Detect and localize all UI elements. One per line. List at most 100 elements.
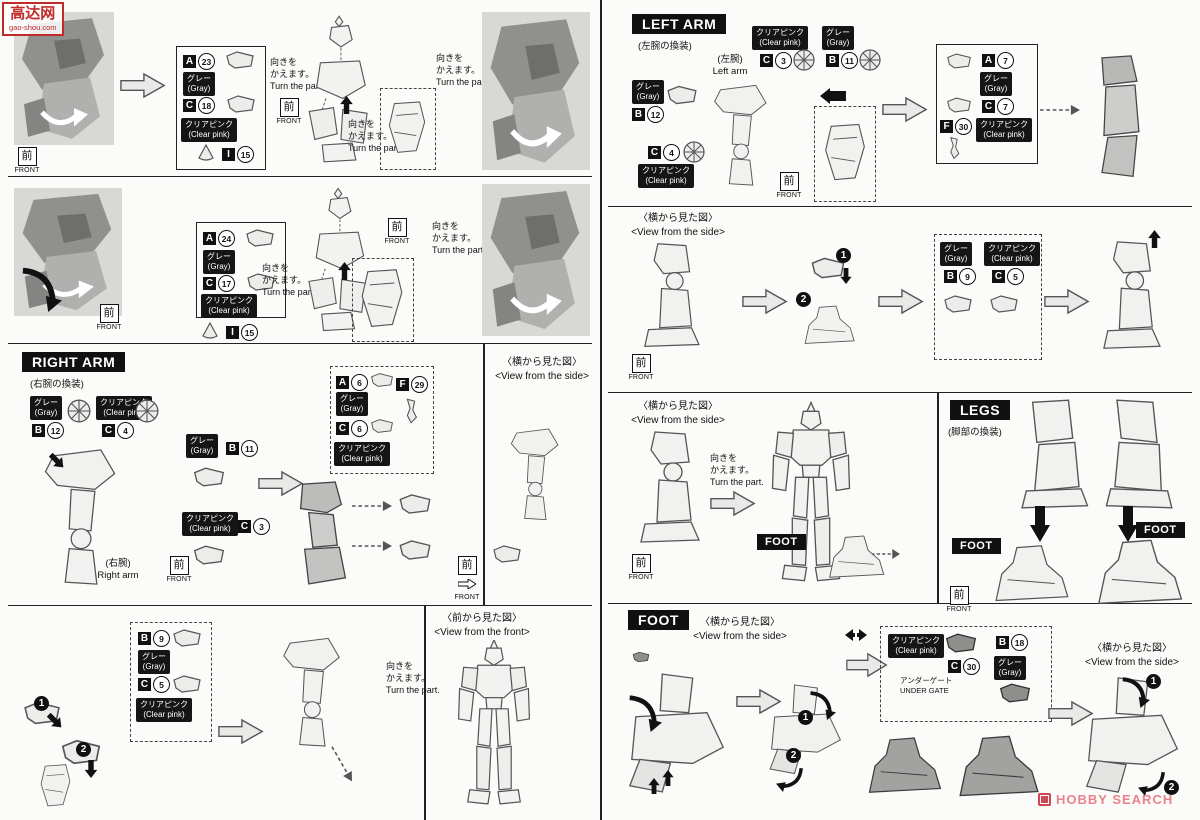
part-number: 7	[997, 98, 1014, 115]
color-badge-gray: グレー (Gray)	[30, 396, 62, 420]
part-glyph	[192, 544, 226, 566]
parts-box	[330, 366, 434, 474]
arrow-right-icon	[710, 490, 756, 517]
part-number: 30	[963, 658, 980, 675]
color-badge-gray: グレー (Gray)	[138, 650, 170, 674]
curved-arrow-icon	[1118, 676, 1150, 708]
part-letter: A	[982, 54, 995, 67]
turn-label: 向きを かえます。 Turn the part.	[436, 53, 490, 88]
color-badge-gray: グレー (Gray)	[336, 392, 368, 416]
part-number: 12	[47, 422, 64, 439]
step-1-badge: 1	[34, 696, 49, 711]
front-jp-label: 前	[169, 556, 189, 575]
part-glyph	[632, 646, 650, 668]
leg-illustration	[632, 240, 708, 352]
arrow-up-icon	[338, 262, 351, 280]
color-badge-gray: グレー (Gray)	[980, 72, 1012, 96]
section-header-foot: FOOT	[628, 610, 689, 630]
curved-arrow-icon	[16, 266, 62, 312]
part-letter: C	[648, 146, 661, 159]
color-badge-gray: グレー (Gray)	[632, 80, 664, 104]
foot-illustration	[1090, 536, 1188, 612]
part-glyph	[370, 372, 394, 388]
part-glyph	[946, 136, 962, 160]
part-letter: B	[632, 108, 645, 121]
step-1-badge: 1	[836, 248, 851, 263]
color-badge-clearpink: クリアピンク (Clear pink)	[334, 442, 390, 466]
leg-side-view-illustration	[632, 428, 704, 548]
part-number: 17	[218, 275, 235, 292]
front-en-label: FRONT	[776, 192, 802, 199]
detail-box	[352, 258, 414, 342]
detail-box	[380, 88, 436, 170]
part-glyph	[134, 398, 160, 424]
color-badge-clearpink: クリアピンク (Clear pink)	[136, 698, 192, 722]
ankle-assembly-illustration	[800, 300, 858, 352]
divider	[483, 343, 485, 605]
part-glyph	[194, 142, 218, 162]
part-letter: C	[760, 54, 773, 67]
shoulder-part-illustration	[822, 114, 868, 192]
foot-illustration	[988, 542, 1074, 608]
parts-box	[176, 46, 266, 170]
color-badge-clearpink: クリアピンク (Clear pink)	[182, 512, 238, 536]
view-from-front-label: 〈前から見た図〉 <View from the front>	[434, 613, 530, 638]
divider	[608, 206, 1192, 207]
section-header-legs: LEGS	[950, 400, 1011, 420]
foot-tag: FOOT	[952, 538, 1001, 554]
left-arm-swapped-illustration	[1086, 52, 1150, 188]
part-glyph	[198, 320, 222, 340]
shoulder-part-illustration	[358, 266, 406, 332]
turn-label: 向きを かえます。 Turn the part.	[710, 453, 764, 488]
part-letter: B	[138, 632, 151, 645]
foot-detached-illustration	[824, 522, 888, 594]
part-number: 9	[959, 268, 976, 285]
part-glyph	[66, 398, 92, 424]
color-badge-clearpink: クリアピンク (Clear pink)	[201, 294, 257, 318]
part-glyph	[172, 628, 202, 648]
part-letter: C	[203, 277, 216, 290]
color-badge-clearpink: クリアピンク (Clear pink)	[984, 242, 1040, 266]
dashed-arrow-icon	[352, 540, 392, 552]
part-number: 18	[198, 97, 215, 114]
part-glyph	[946, 52, 972, 70]
part-letter: B	[944, 270, 957, 283]
right-arm-side-view-illustration	[498, 410, 578, 540]
arrow-right-icon	[218, 718, 264, 745]
part-number: 12	[647, 106, 664, 123]
arrow-down-icon	[84, 760, 98, 778]
part-glyph	[858, 48, 882, 72]
part-letter: C	[183, 99, 196, 112]
front-en-label: FRONT	[628, 574, 654, 581]
front-jp-label: 前	[99, 304, 119, 323]
divider	[937, 392, 939, 603]
turn-label: 向きを かえます。 Turn the part.	[262, 263, 316, 298]
part-glyph	[942, 294, 974, 314]
part-number: 5	[153, 676, 170, 693]
arrow-right-icon	[120, 72, 166, 99]
shoulder-part-illustration	[386, 96, 428, 160]
arrow-up-icon	[662, 770, 674, 786]
front-jp-label: 前	[631, 554, 651, 573]
watermark-hobbysearch: HOBBY SEARCH	[1038, 792, 1173, 807]
watermark-logo: 高达网 gao-shou.com	[2, 2, 64, 36]
step-1-badge: 1	[1146, 674, 1161, 689]
part-glyph	[988, 294, 1020, 314]
view-from-side-label: 〈横から見た図〉 <View from the side>	[495, 357, 589, 382]
turn-label: 向きを かえます。 Turn the part.	[432, 221, 486, 256]
arm-assembly-illustration	[268, 628, 363, 758]
color-badge-gray: グレー (Gray)	[994, 656, 1026, 680]
turn-label: 向きを かえます。 Turn the part.	[386, 661, 440, 696]
